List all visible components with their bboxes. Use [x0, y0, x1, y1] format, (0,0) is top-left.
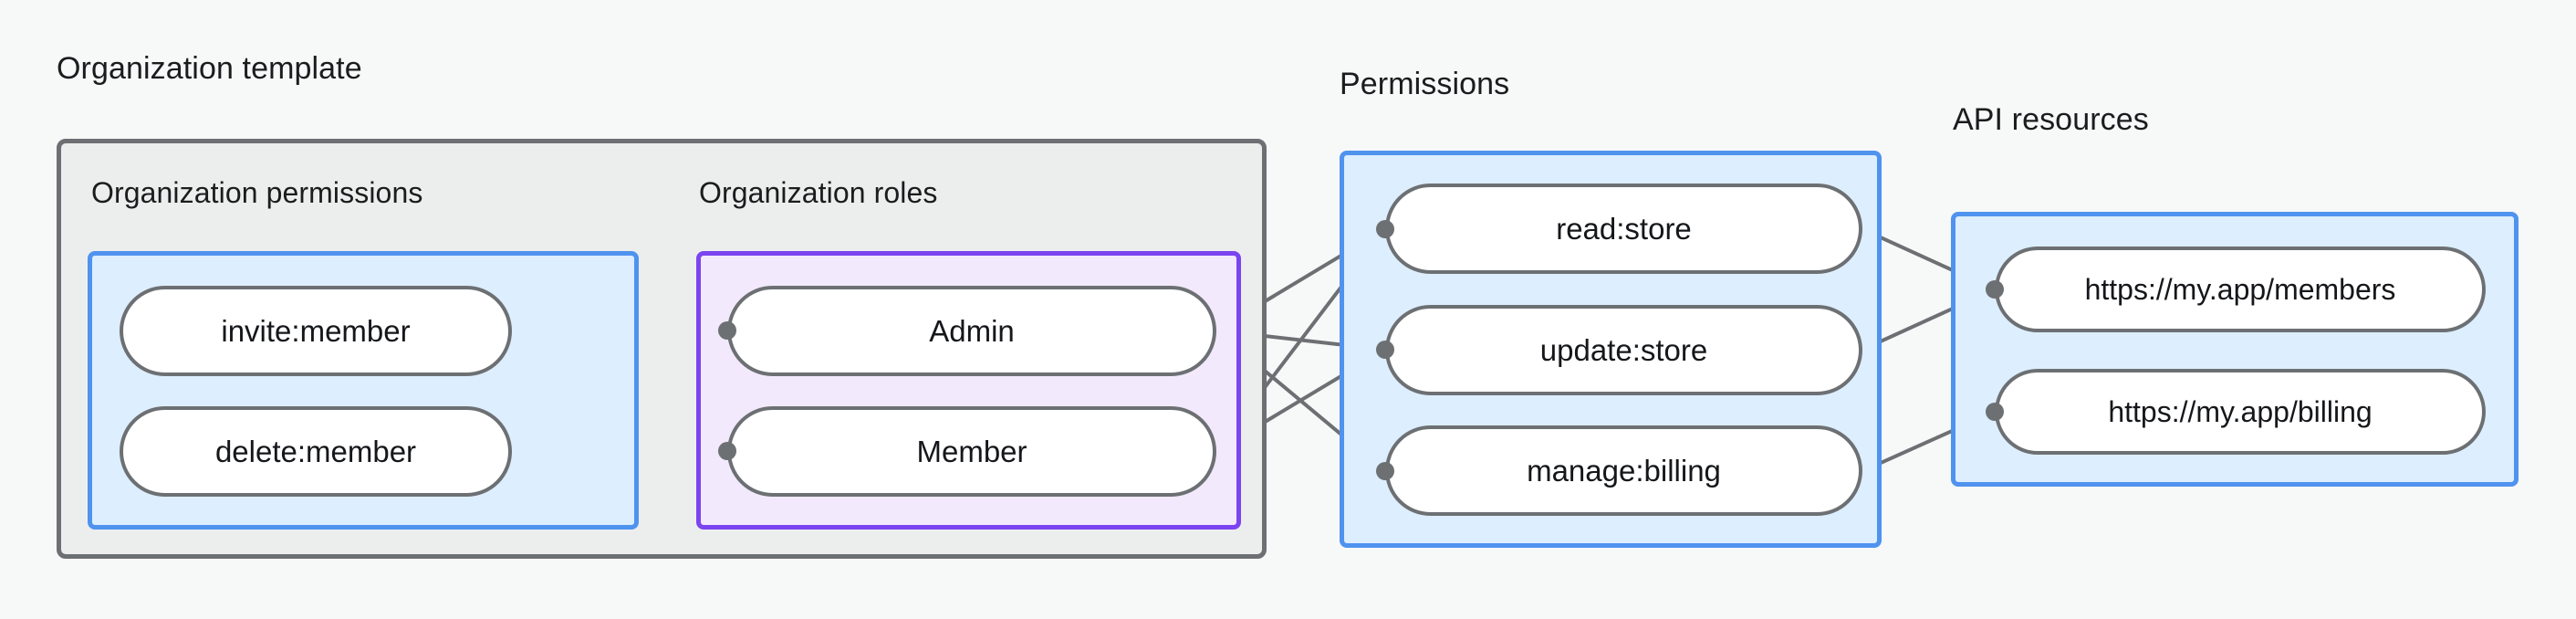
node-delete-member[interactable]: delete:member: [120, 406, 512, 497]
organization-permissions-title: Organization permissions: [91, 176, 423, 209]
node-manage-billing[interactable]: manage:billing: [1385, 425, 1862, 516]
connector-dot-member: [718, 442, 736, 460]
connector-dot-manage-billing: [1376, 462, 1394, 480]
connector-dot-billing-url: [1986, 403, 2004, 421]
connector-dot-read-store: [1376, 220, 1394, 238]
node-member[interactable]: Member: [727, 406, 1216, 497]
node-update-store[interactable]: update:store: [1385, 305, 1862, 395]
node-billing-url[interactable]: https://my.app/billing: [1995, 369, 2486, 455]
node-members-url[interactable]: https://my.app/members: [1995, 247, 2486, 332]
api-resources-title: API resources: [1953, 102, 2149, 137]
node-invite-member[interactable]: invite:member: [120, 286, 512, 376]
node-read-store[interactable]: read:store: [1385, 184, 1862, 274]
node-admin[interactable]: Admin: [727, 286, 1216, 376]
connector-dot-update-store: [1376, 341, 1394, 359]
organization-roles-title: Organization roles: [699, 176, 938, 209]
connector-dot-admin: [718, 321, 736, 340]
connector-dot-members-url: [1986, 280, 2004, 299]
organization-template-title: Organization template: [57, 51, 362, 86]
permissions-title: Permissions: [1340, 67, 1510, 101]
